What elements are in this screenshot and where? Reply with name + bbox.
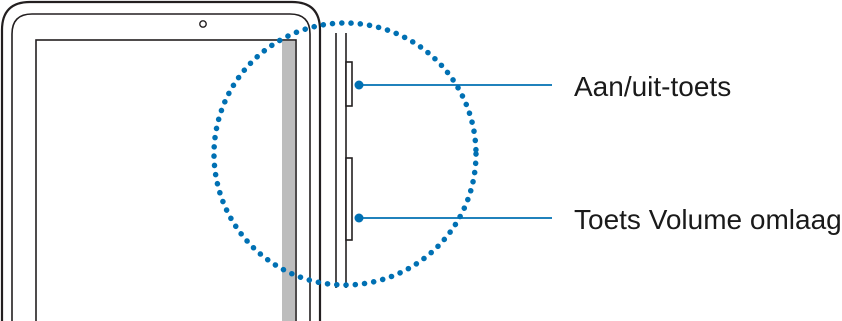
tablet [0, 0, 322, 321]
screen [35, 39, 297, 321]
tablet-outer-edge [0, 0, 322, 321]
volume-down-key-label: Toets Volume omlaag [574, 204, 842, 235]
side-profile [335, 33, 353, 288]
callout-volume: Toets Volume omlaag [354, 204, 842, 235]
magnifier-circle [211, 20, 479, 288]
power-key-label: Aan/uit-toets [574, 71, 731, 102]
volume-down-key [345, 157, 353, 241]
front-camera-icon [199, 20, 207, 28]
callout-power: Aan/uit-toets [354, 71, 731, 102]
power-key [345, 61, 353, 107]
screen-shade [282, 41, 295, 321]
tablet-inner-edge [11, 13, 311, 321]
